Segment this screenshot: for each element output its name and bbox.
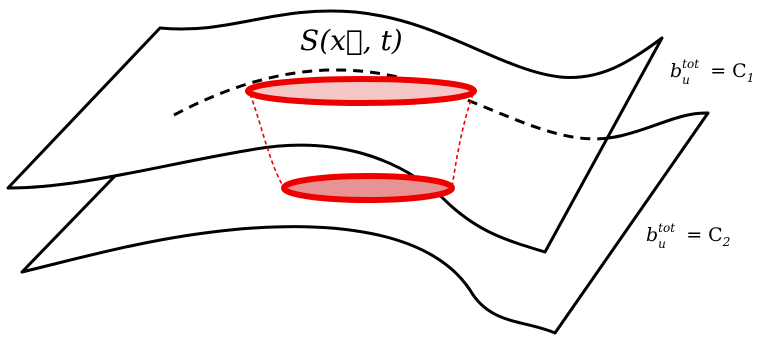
lower-surface-hidden-edge: [173, 68, 621, 141]
bottom-disc: [281, 173, 455, 203]
upper-surface: [6, 9, 664, 254]
volume-side-right: [451, 93, 474, 189]
volume-side-left: [249, 93, 285, 189]
top-disc: [245, 76, 477, 106]
volume-label: S(x⃗, t): [300, 24, 403, 57]
